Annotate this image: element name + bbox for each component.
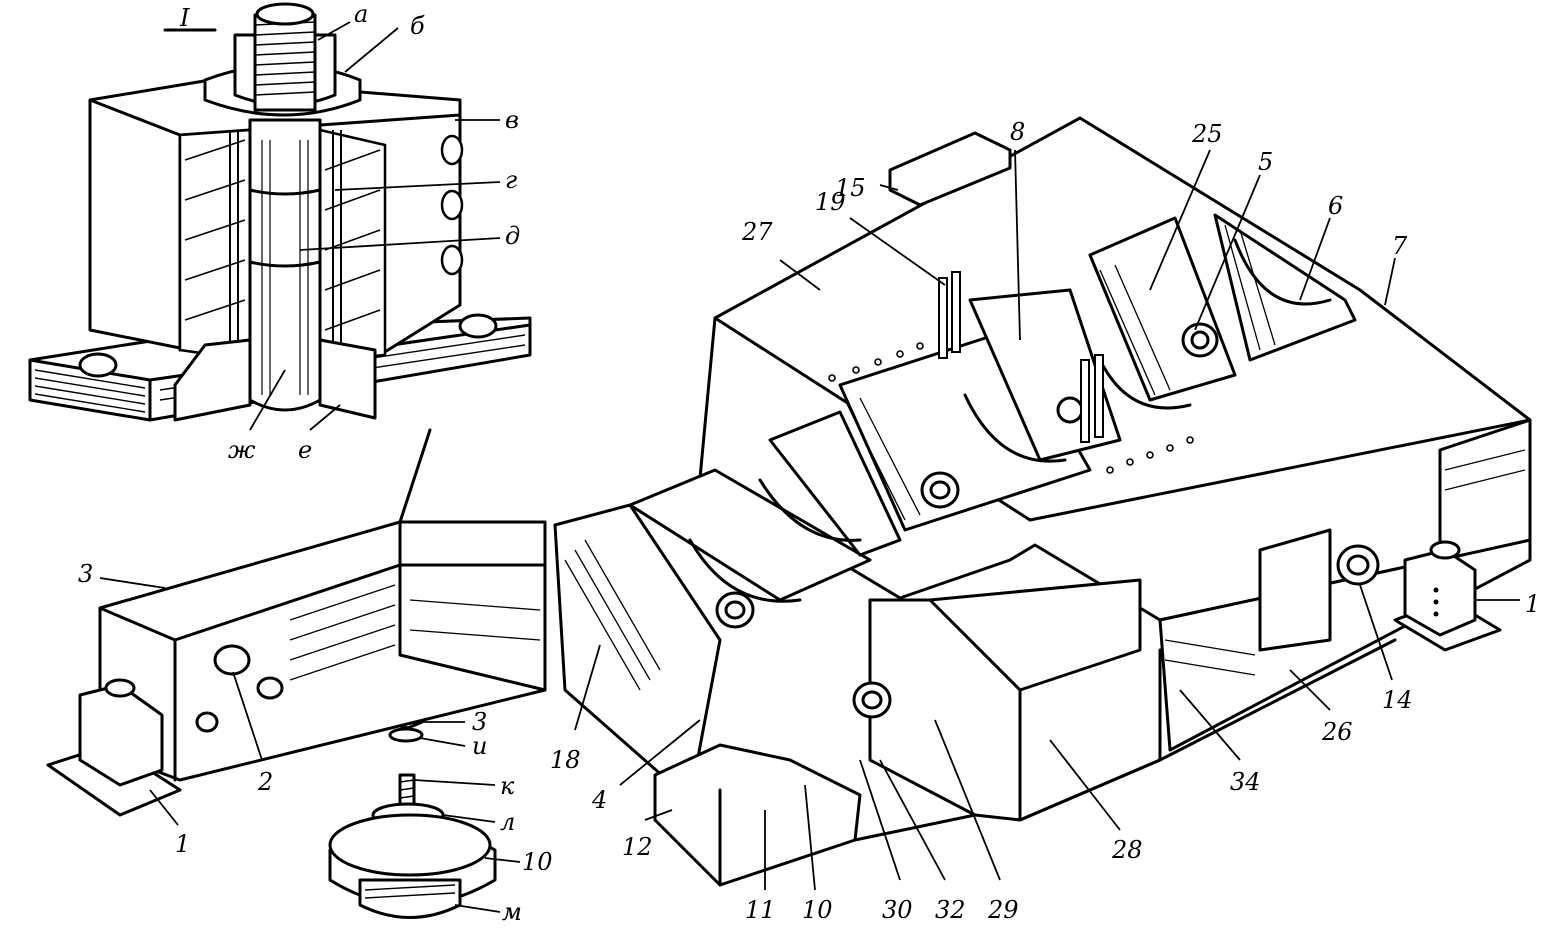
inset-mount-section [28,2,532,422]
mount-label-10: 10 [522,848,553,876]
part-label-1-left: 1 [175,830,190,858]
part-label-8: 8 [1010,118,1025,146]
mount-exploded-view [328,703,497,919]
part-label-4: 4 [591,786,607,814]
part-label-29: 29 [987,896,1019,924]
letter-zh: ж [228,436,256,464]
part-label-30: 30 [882,896,913,924]
mount-label-k: к [500,772,515,800]
part-label-27: 27 [741,218,773,246]
mount-label-i: и [472,732,487,760]
part-label-12: 12 [622,833,653,861]
part-label-6: 6 [1328,192,1343,220]
part-label-7: 7 [1392,232,1408,260]
letter-g: г [505,166,517,194]
part-label-10: 10 [802,896,833,924]
mount-label-l: л [500,808,515,836]
part-label-18: 18 [550,746,581,774]
inset-label: I [179,4,190,32]
part-label-25: 25 [1191,120,1223,148]
letter-d: д [505,222,520,250]
letter-b: б [410,12,425,40]
part-label-11: 11 [745,896,776,924]
engine-bed-body [46,116,1532,887]
part-label-2: 2 [257,768,273,796]
part-label-14: 14 [1382,686,1413,714]
part-label-19: 19 [815,188,846,216]
part-label-26: 26 [1321,718,1353,746]
part-label-34: 34 [1230,768,1261,796]
letter-e: е [298,436,312,464]
part-label-1-right: 1 [1525,590,1540,618]
part-label-3: 3 [78,560,93,588]
part-label-5: 5 [1258,148,1273,176]
diagram-labels: I а б в г д ж е 3 и к л 10 м 3 2 1 18 4 … [78,0,1540,926]
mount-label-3: 3 [472,708,487,736]
letter-v: в [505,106,519,134]
part-label-32: 32 [935,896,966,924]
part-label-28: 28 [1111,836,1143,864]
mount-label-m: м [502,898,522,926]
part-label-15: 15 [835,174,866,202]
letter-a: а [354,0,368,28]
leader-lines [99,21,1520,913]
